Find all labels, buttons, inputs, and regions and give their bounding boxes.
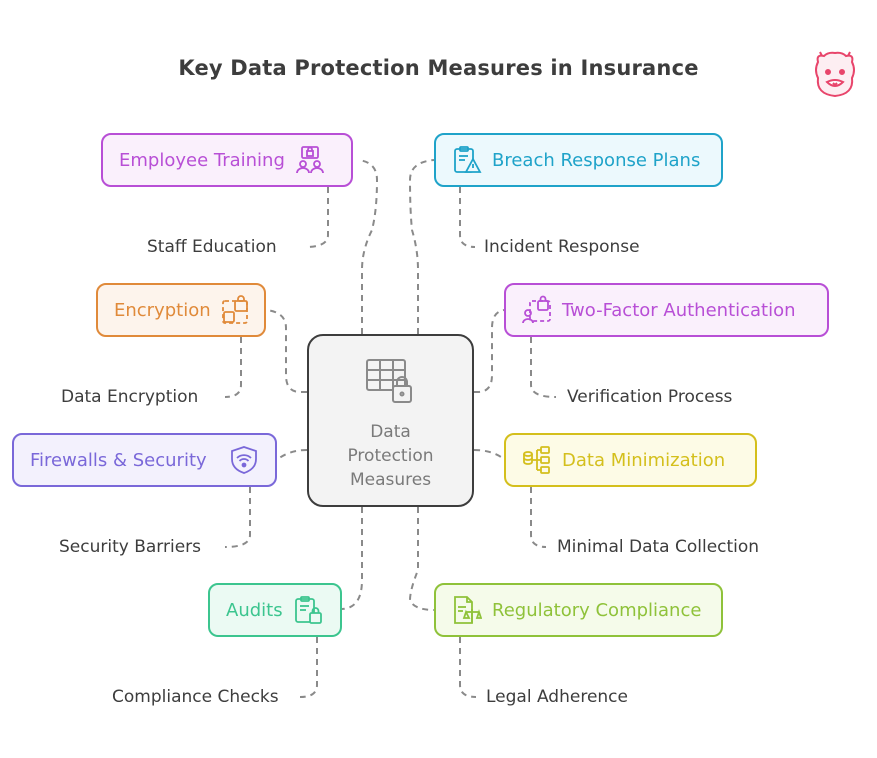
sublabel-encryption: Data Encryption — [61, 387, 199, 407]
alpaca-logo-icon — [812, 48, 858, 100]
sublabel-employee-training: Staff Education — [147, 237, 277, 257]
sub-connector-encryption — [224, 337, 242, 398]
node-firewalls: Firewalls & Security — [12, 433, 277, 487]
connector-breach-response — [408, 159, 435, 334]
node-label-two-factor: Two-Factor Authentication — [562, 299, 796, 321]
diagram-title: Key Data Protection Measures in Insuranc… — [178, 56, 699, 80]
node-encryption: Encryption — [96, 283, 266, 337]
clipboard-warning-icon — [452, 145, 482, 175]
connector-regulatory — [408, 507, 435, 611]
user-lock-icon — [522, 295, 552, 325]
node-label-audits: Audits — [226, 599, 283, 621]
shield-wifi-icon — [229, 445, 259, 475]
training-icon — [295, 145, 325, 175]
node-regulatory: Regulatory Compliance — [434, 583, 723, 637]
sublabel-audits: Compliance Checks — [112, 687, 279, 707]
sub-connector-audits — [299, 637, 318, 698]
center-node: Data Protection Measures — [307, 334, 474, 507]
node-audits: Audits — [208, 583, 342, 637]
connector-encryption — [265, 309, 307, 393]
node-label-regulatory: Regulatory Compliance — [492, 599, 702, 621]
node-label-firewalls: Firewalls & Security — [30, 449, 207, 471]
node-label-breach-response: Breach Response Plans — [492, 149, 701, 171]
sub-connector-data-minimization — [530, 487, 547, 548]
clipboard-lock-icon — [293, 595, 323, 625]
node-label-encryption: Encryption — [114, 299, 211, 321]
sub-connector-breach-response — [459, 187, 476, 248]
sub-connector-employee-training — [304, 187, 329, 248]
sublabel-breach-response: Incident Response — [484, 237, 640, 257]
data-tree-icon — [522, 445, 552, 475]
sublabel-two-factor: Verification Process — [567, 387, 733, 407]
connector-data-minimization — [473, 449, 505, 460]
connector-two-factor — [474, 309, 505, 393]
node-employee-training: Employee Training — [101, 133, 353, 187]
node-label-data-minimization: Data Minimization — [562, 449, 726, 471]
connector-firewalls — [277, 449, 308, 460]
node-data-minimization: Data Minimization — [504, 433, 757, 487]
node-two-factor: Two-Factor Authentication — [504, 283, 829, 337]
table-lock-icon — [365, 358, 417, 410]
lock-icon — [221, 295, 251, 325]
sub-connector-regulatory — [459, 637, 477, 698]
sub-connector-firewalls — [224, 487, 251, 548]
sublabel-firewalls: Security Barriers — [59, 537, 202, 557]
sub-connector-two-factor — [530, 337, 557, 398]
connector-audits — [341, 507, 363, 610]
document-scale-icon — [452, 595, 482, 625]
sublabel-regulatory: Legal Adherence — [486, 687, 628, 707]
sublabel-data-minimization: Minimal Data Collection — [557, 537, 760, 557]
node-breach-response: Breach Response Plans — [434, 133, 723, 187]
connector-employee-training — [357, 159, 379, 334]
node-label-employee-training: Employee Training — [119, 149, 285, 171]
center-label: Data Protection Measures — [347, 422, 434, 490]
